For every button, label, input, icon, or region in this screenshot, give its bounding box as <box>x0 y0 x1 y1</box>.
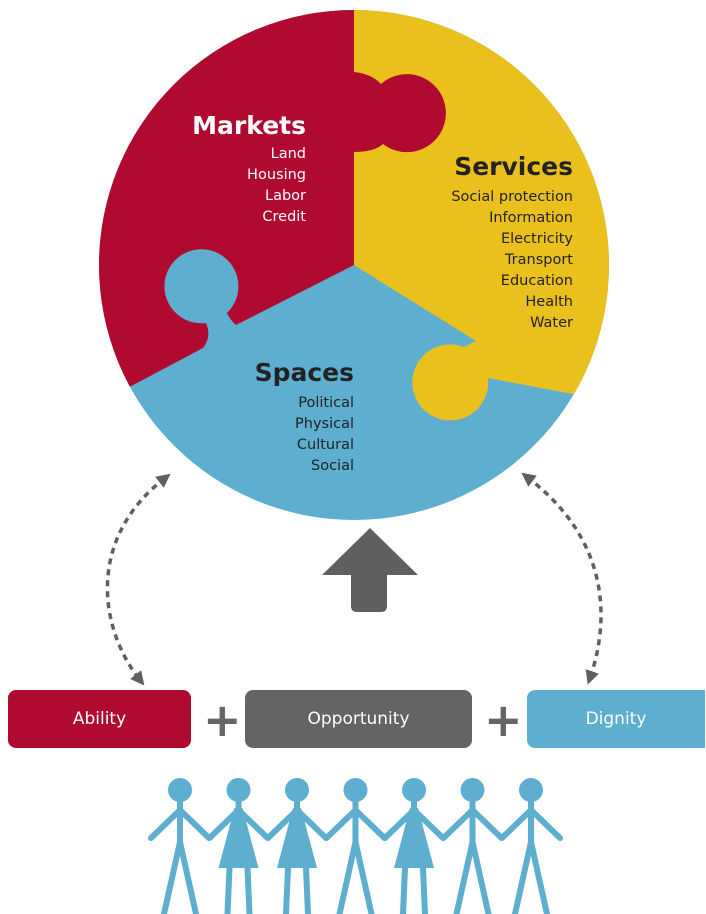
puzzle-circle <box>99 10 609 520</box>
markets-label: Markets Land Housing Labor Credit <box>192 111 306 225</box>
markets-item: Labor <box>265 188 306 204</box>
man-figure <box>323 778 388 914</box>
services-item: Information <box>489 210 573 226</box>
spaces-item: Cultural <box>297 437 354 453</box>
markets-item: Credit <box>262 209 306 225</box>
plus-icon: + <box>484 693 523 747</box>
woman-figure <box>265 778 329 914</box>
markets-item: Housing <box>247 167 306 183</box>
woman-figure <box>206 778 271 914</box>
man-figure <box>148 778 212 914</box>
people-row <box>148 778 563 914</box>
markets-title: Markets <box>192 111 306 140</box>
spaces-title: Spaces <box>255 358 354 387</box>
services-item: Social protection <box>451 189 573 205</box>
spaces-item: Political <box>298 395 354 411</box>
services-title: Services <box>454 152 573 181</box>
services-item: Health <box>525 294 573 310</box>
woman-figure <box>382 778 446 914</box>
markets-knob <box>354 72 446 153</box>
ability-box: Ability <box>8 690 191 748</box>
markets-item: Land <box>271 146 306 162</box>
services-item: Education <box>501 273 573 289</box>
plus-icon: + <box>203 693 242 747</box>
services-item: Electricity <box>501 231 573 247</box>
right-dashed-arrow <box>521 472 603 685</box>
services-item: Transport <box>504 252 573 268</box>
services-label: Services Social protection Information E… <box>451 152 573 331</box>
spaces-item: Physical <box>295 416 354 432</box>
man-figure <box>440 778 505 914</box>
left-dashed-arrow <box>105 473 171 686</box>
man-figure <box>499 778 563 914</box>
opportunity-box: Opportunity <box>245 690 472 748</box>
services-item: Water <box>530 315 573 331</box>
spaces-label: Spaces Political Physical Cultural Socia… <box>255 358 354 474</box>
up-arrow <box>322 528 418 612</box>
dignity-box: Dignity <box>527 690 705 748</box>
spaces-item: Social <box>311 458 354 474</box>
